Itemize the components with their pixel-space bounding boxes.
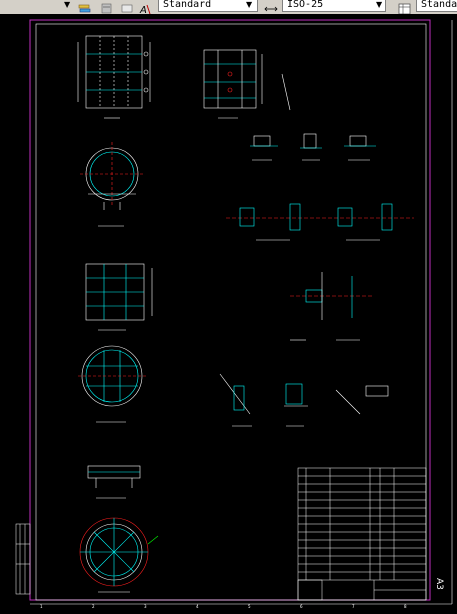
table-style-value: Standa [421,0,457,10]
plan-view-2 [203,49,291,119]
dimension-style-select[interactable]: ISO-25 [282,0,386,12]
layer-properties-icon[interactable] [100,0,114,14]
flange-plan-view [79,517,159,593]
dropdown-arrow-icon[interactable]: ▼ [64,0,71,9]
chevron-down-icon[interactable]: ▼ [246,0,253,9]
drawing-canvas[interactable]: A3 1 2 3 4 5 6 7 8 [0,14,457,610]
grid-ruler: 1 2 3 4 5 6 7 8 [40,604,407,609]
grid-number: 3 [144,604,147,609]
inner-frame [35,23,427,601]
title-block [297,467,427,601]
text-style-select[interactable]: Standard [158,0,258,12]
detail-row-2 [219,373,389,427]
dimension-style-value: ISO-25 [287,0,324,10]
chevron-down-icon[interactable]: ▼ [376,0,383,9]
elevation-view-3 [87,465,141,499]
table-style-select[interactable]: Standa [416,0,457,12]
detail-row-1 [250,133,376,161]
cad-drawing: A3 1 2 3 4 5 6 7 8 [15,19,453,609]
dimension-style-icon[interactable] [264,0,278,12]
layer-prev-icon[interactable] [120,0,134,13]
bracket-detail [290,272,372,341]
elevation-view-1 [77,35,151,119]
elevation-view-2 [85,263,153,331]
grid-number: 8 [404,604,407,609]
grid-number: 5 [248,604,251,609]
grid-number: 7 [352,604,355,609]
grid-number: 1 [40,604,43,609]
grid-number: 6 [300,604,303,609]
sheet-size-label: A3 [434,578,444,590]
plan-view-1 [80,142,144,227]
revision-table [15,523,31,595]
svg-text:A: A [139,5,147,15]
cad-toolbar: ▼ A Standard ▼ ISO-25 ▼ Standa [0,0,457,15]
plan-view-3 [78,345,146,423]
text-style-value: Standard [163,0,212,10]
text-style-icon[interactable]: A [138,0,152,15]
grid-number: 4 [196,604,199,609]
layers-icon[interactable] [78,0,92,13]
table-style-icon[interactable] [398,0,412,14]
grid-number: 2 [92,604,95,609]
section-detail-2 [226,203,414,241]
